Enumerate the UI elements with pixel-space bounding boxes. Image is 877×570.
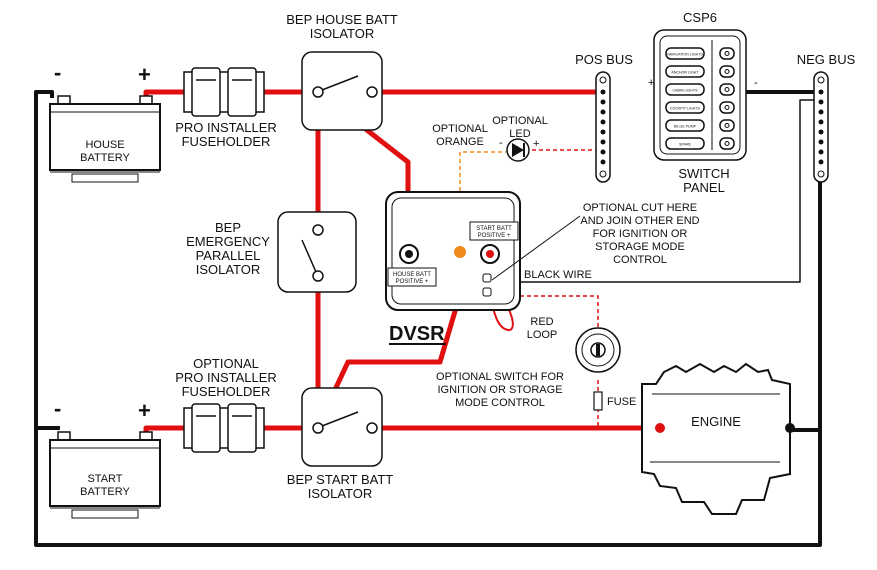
house-battery-plus: + [138, 62, 151, 87]
house-battery-label-1: HOUSE [85, 139, 124, 151]
csp6-breaker-dot-4 [724, 105, 730, 110]
switch-panel-label-1: SWITCH [678, 166, 729, 181]
house-isolator-label-1: BEP HOUSE BATT [286, 12, 398, 27]
engine [641, 362, 795, 515]
start-fuse-label-1: OPTIONAL [193, 356, 259, 371]
ignition-switch-icon [575, 327, 621, 373]
csp6-switch-5 [665, 119, 705, 132]
led-icon [506, 138, 530, 162]
panel-plus: + [648, 77, 654, 89]
start-batt-pos-label-1: START BATT [476, 226, 512, 232]
start-isolator [301, 387, 383, 467]
cut-label-4: STORAGE MODE [595, 241, 685, 253]
start-battery-minus: - [54, 396, 61, 421]
start-battery-label-1: START [87, 473, 122, 485]
pos-bus-terminals [600, 89, 606, 165]
opt-switch-label-2: IGNITION OR STORAGE [437, 384, 562, 396]
emergency-label-4: ISOLATOR [196, 262, 261, 277]
optional-led-label-2: LED [509, 128, 530, 140]
opt-switch-label-1: OPTIONAL SWITCH FOR [436, 371, 564, 383]
house-isolator [301, 51, 383, 131]
pos-bus-label: POS BUS [575, 52, 633, 67]
start-fuse-label-2: PRO INSTALLER [175, 370, 277, 385]
ignition-dashed-wire [492, 295, 599, 346]
csp6-switch-label-2: ANCHOR LIGHT [671, 71, 699, 75]
house-battery [49, 95, 161, 183]
start-fuseholder [183, 403, 265, 453]
black-wire-label: BLACK WIRE [524, 269, 592, 281]
emergency-label-3: PARALLEL [196, 248, 261, 263]
start-isolator-label-1: BEP START BATT [287, 472, 393, 487]
emergency-label-1: BEP [215, 220, 241, 235]
cut-pointer-line [491, 215, 581, 281]
fuse-icon [593, 391, 603, 411]
engine-label: ENGINE [691, 414, 741, 429]
start-battery-plus: + [138, 398, 151, 423]
red-loop-label-1: RED [530, 316, 553, 328]
start-batt-pos-label-2: POSITIVE + [478, 233, 511, 239]
csp6-switch-label-5: BILGE PUMP [674, 125, 697, 129]
pos-bus [595, 71, 611, 183]
csp6-switch-list: NAVIGATION LIGHTS ANCHOR LIGHT CABIN LIGHT… [665, 47, 735, 150]
csp6-breaker-dot-6 [724, 141, 730, 146]
house-fuse-label-1: PRO INSTALLER [175, 120, 277, 135]
negative-wiring [34, 90, 822, 547]
csp6-switch-6 [665, 137, 705, 150]
csp6-switch-label-6: SPARE [679, 143, 692, 147]
start-battery-label-2: BATTERY [80, 486, 130, 498]
panel-minus: - [754, 77, 758, 89]
house-battery-minus: - [54, 60, 61, 85]
csp6-label: CSP6 [683, 10, 717, 25]
start-battery [49, 431, 161, 519]
dvsr-label: DVSR [389, 323, 445, 345]
cut-label-5: CONTROL [613, 254, 667, 266]
csp6-switch-label-1: NAVIGATION LIGHTS [667, 53, 703, 57]
house-fuse-label-2: FUSEHOLDER [182, 134, 271, 149]
switch-panel-label-2: PANEL [683, 180, 725, 195]
csp6-switch-2 [665, 65, 705, 78]
neg-bus-label: NEG BUS [797, 52, 856, 67]
dvsr-orange-indicator [454, 246, 466, 258]
dvsr-black-wire [488, 99, 818, 283]
led-minus: - [499, 137, 503, 149]
csp6-switch-label-3: CABIN LIGHTS [673, 89, 699, 93]
house-batt-pos-label-2: POSITIVE + [396, 279, 429, 285]
emergency-label-2: EMERGENCY [186, 234, 270, 249]
csp6-breaker-dot-2 [724, 69, 730, 74]
neg-bus-terminals [818, 89, 824, 165]
fuse-label: FUSE [607, 396, 636, 408]
house-fuseholder [183, 67, 265, 117]
led-plus: + [533, 138, 539, 150]
house-isolator-label-2: ISOLATOR [310, 26, 375, 41]
csp6-breaker-dot-3 [724, 87, 730, 92]
house-batt-pos-label-1: HOUSE BATT [393, 272, 431, 278]
cut-label-2: AND JOIN OTHER END [580, 215, 699, 227]
opt-switch-label-3: MODE CONTROL [455, 397, 545, 409]
red-loop-label-2: LOOP [527, 329, 558, 341]
start-fuse-label-3: FUSEHOLDER [182, 384, 271, 399]
optional-orange-label-1: OPTIONAL [432, 123, 488, 135]
csp6-breaker-dot-1 [724, 51, 730, 56]
emergency-parallel-isolator [277, 211, 357, 293]
dvsr-unit [385, 191, 521, 311]
cut-label-1: OPTIONAL CUT HERE [583, 202, 697, 214]
csp6-switch-3 [665, 83, 705, 96]
csp6-switch-label-4: COCKPIT LIGHTS [670, 107, 700, 111]
csp6-breaker-dot-5 [724, 123, 730, 128]
cut-label-3: FOR IGNITION OR [593, 228, 688, 240]
house-battery-label-2: BATTERY [80, 152, 130, 164]
optional-led-label-1: OPTIONAL [492, 115, 548, 127]
csp6-switch-1 [665, 47, 705, 60]
start-isolator-label-2: ISOLATOR [308, 486, 373, 501]
csp6-switch-4 [665, 101, 705, 114]
optional-orange-label-2: ORANGE [436, 136, 484, 148]
neg-bus [813, 71, 829, 183]
